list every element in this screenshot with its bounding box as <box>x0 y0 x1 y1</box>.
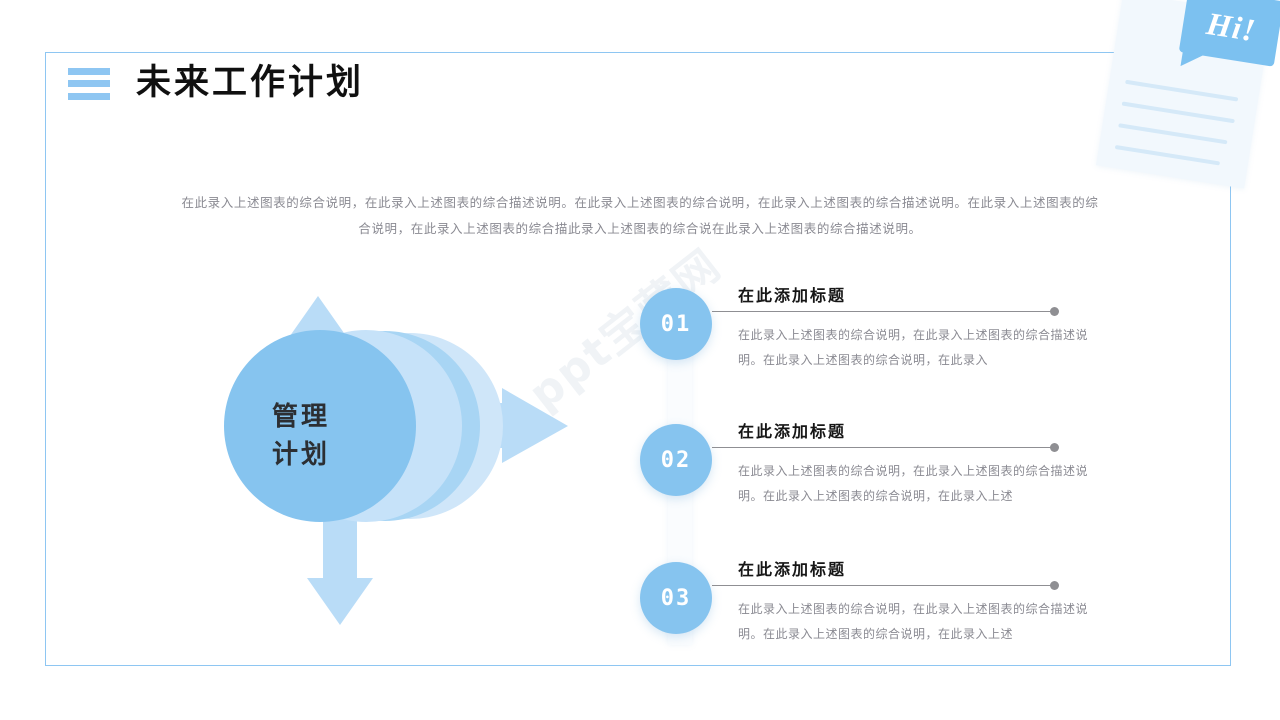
step-content: 在此添加标题 在此录入上述图表的综合说明，在此录入上述图表的综合描述说明。在此录… <box>712 418 1118 509</box>
arrow-down-icon <box>307 498 373 625</box>
step-item-02[interactable]: 02 在此添加标题 在此录入上述图表的综合说明，在此录入上述图表的综合描述说明。… <box>640 422 1120 534</box>
step-content: 在此添加标题 在此录入上述图表的综合说明，在此录入上述图表的综合描述说明。在此录… <box>712 556 1118 647</box>
hamburger-bar <box>68 80 110 87</box>
note-line <box>1118 123 1228 145</box>
hamburger-bar <box>68 67 110 75</box>
note-line <box>1121 101 1235 124</box>
step-number-badge: 03 <box>640 562 712 634</box>
diagram-svg <box>224 296 568 625</box>
step-divider <box>712 307 1059 316</box>
diagram-circle-front <box>224 330 416 522</box>
speech-bubble-text: Hi! <box>1204 4 1259 48</box>
step-number-badge: 01 <box>640 288 712 360</box>
step-divider <box>712 581 1059 590</box>
page-title: 未来工作计划 <box>136 63 365 103</box>
hamburger-icon[interactable] <box>68 67 110 100</box>
sticky-note-icon: Hi! <box>1081 0 1280 202</box>
step-description: 在此录入上述图表的综合说明，在此录入上述图表的综合描述说明。在此录入上述图表的综… <box>738 328 1089 367</box>
diagram-label-line1: 管理 <box>271 402 330 432</box>
hamburger-bar <box>68 92 110 100</box>
step-content: 在此添加标题 在此录入上述图表的综合说明，在此录入上述图表的综合描述说明。在此录… <box>712 282 1118 373</box>
step-title: 在此添加标题 <box>738 560 847 579</box>
step-divider <box>712 443 1059 452</box>
diagram-center-label: 管理 计划 <box>206 398 396 474</box>
step-number-badge: 02 <box>640 424 712 496</box>
step-description: 在此录入上述图表的综合说明，在此录入上述图表的综合描述说明。在此录入上述图表的综… <box>738 464 1089 503</box>
speech-bubble-icon: Hi! <box>1178 0 1280 67</box>
step-item-01[interactable]: 01 在此添加标题 在此录入上述图表的综合说明，在此录入上述图表的综合描述说明。… <box>640 286 1120 398</box>
step-description: 在此录入上述图表的综合说明，在此录入上述图表的综合描述说明。在此录入上述图表的综… <box>738 602 1089 641</box>
note-line <box>1114 144 1221 166</box>
step-divider-dot <box>1050 307 1059 316</box>
note-line <box>1125 79 1239 102</box>
step-divider-dot <box>1050 443 1059 452</box>
page-header: 未来工作计划 <box>68 66 364 101</box>
step-divider-dot <box>1050 581 1059 590</box>
intro-paragraph: 在此录入上述图表的综合说明，在此录入上述图表的综合描述说明。在此录入上述图表的综… <box>181 195 1099 236</box>
arrow-circle-diagram: 管理 计划 <box>180 248 600 668</box>
step-title: 在此添加标题 <box>738 422 847 441</box>
diagram-label-line2: 计划 <box>271 440 330 470</box>
step-item-03[interactable]: 03 在此添加标题 在此录入上述图表的综合说明，在此录入上述图表的综合描述说明。… <box>640 560 1120 672</box>
step-title: 在此添加标题 <box>738 286 847 305</box>
